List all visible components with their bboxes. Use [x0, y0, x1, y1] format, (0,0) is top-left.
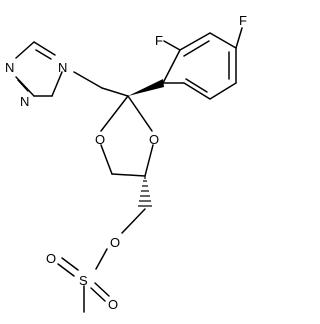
- atom-label-f-para: F: [239, 13, 247, 28]
- molecule-drawing: F F N N N O O O O O S: [5, 13, 247, 313]
- bond: [33, 41, 56, 56]
- difluorophenyl-ring: [162, 27, 243, 100]
- wedge-bond: [128, 79, 164, 96]
- bond: [235, 27, 243, 49]
- triazole-ring: [15, 41, 63, 97]
- mesylate-chain: [57, 176, 152, 313]
- bond: [100, 144, 113, 175]
- atom-label-triazole-n2: N: [20, 94, 29, 109]
- bond: [183, 40, 210, 57]
- bond: [209, 82, 237, 100]
- bond: [101, 87, 129, 97]
- dioxolane-ring: [73, 71, 164, 177]
- bond: [100, 95, 129, 132]
- atom-label-sulfonyl-o-right: O: [108, 297, 118, 312]
- bond: [183, 82, 211, 100]
- atom-label-sulfur: S: [79, 273, 88, 288]
- bond: [95, 248, 108, 270]
- atom-label-dioxolane-o-left: O: [95, 132, 105, 147]
- bond: [15, 41, 35, 59]
- bond: [35, 49, 52, 60]
- bond: [61, 257, 79, 271]
- bond: [90, 287, 106, 302]
- atom-label-triazole-n4: N: [5, 60, 14, 75]
- bond: [209, 32, 237, 49]
- bond: [144, 144, 154, 177]
- bond: [57, 263, 75, 277]
- bond: [17, 79, 29, 92]
- bond: [73, 71, 103, 89]
- bond: [163, 40, 181, 51]
- bond: [51, 71, 63, 97]
- bond: [179, 32, 211, 51]
- atom-label-sulfonyl-o-left: O: [46, 251, 56, 266]
- bond: [185, 78, 208, 93]
- bond: [127, 95, 153, 132]
- structure-canvas: F F N N N O O O O O S: [5, 13, 247, 313]
- atom-label-ester-o: O: [110, 235, 120, 250]
- bond: [121, 208, 146, 234]
- bond: [94, 282, 110, 297]
- atom-label-f-ortho: F: [155, 33, 163, 48]
- bond: [162, 49, 181, 84]
- bond: [111, 173, 146, 177]
- atom-label-dioxolane-o-right: O: [149, 132, 159, 147]
- atom-labels: F F N N N O O O O O S: [5, 13, 247, 312]
- atom-label-triazole-n1: N: [58, 60, 67, 75]
